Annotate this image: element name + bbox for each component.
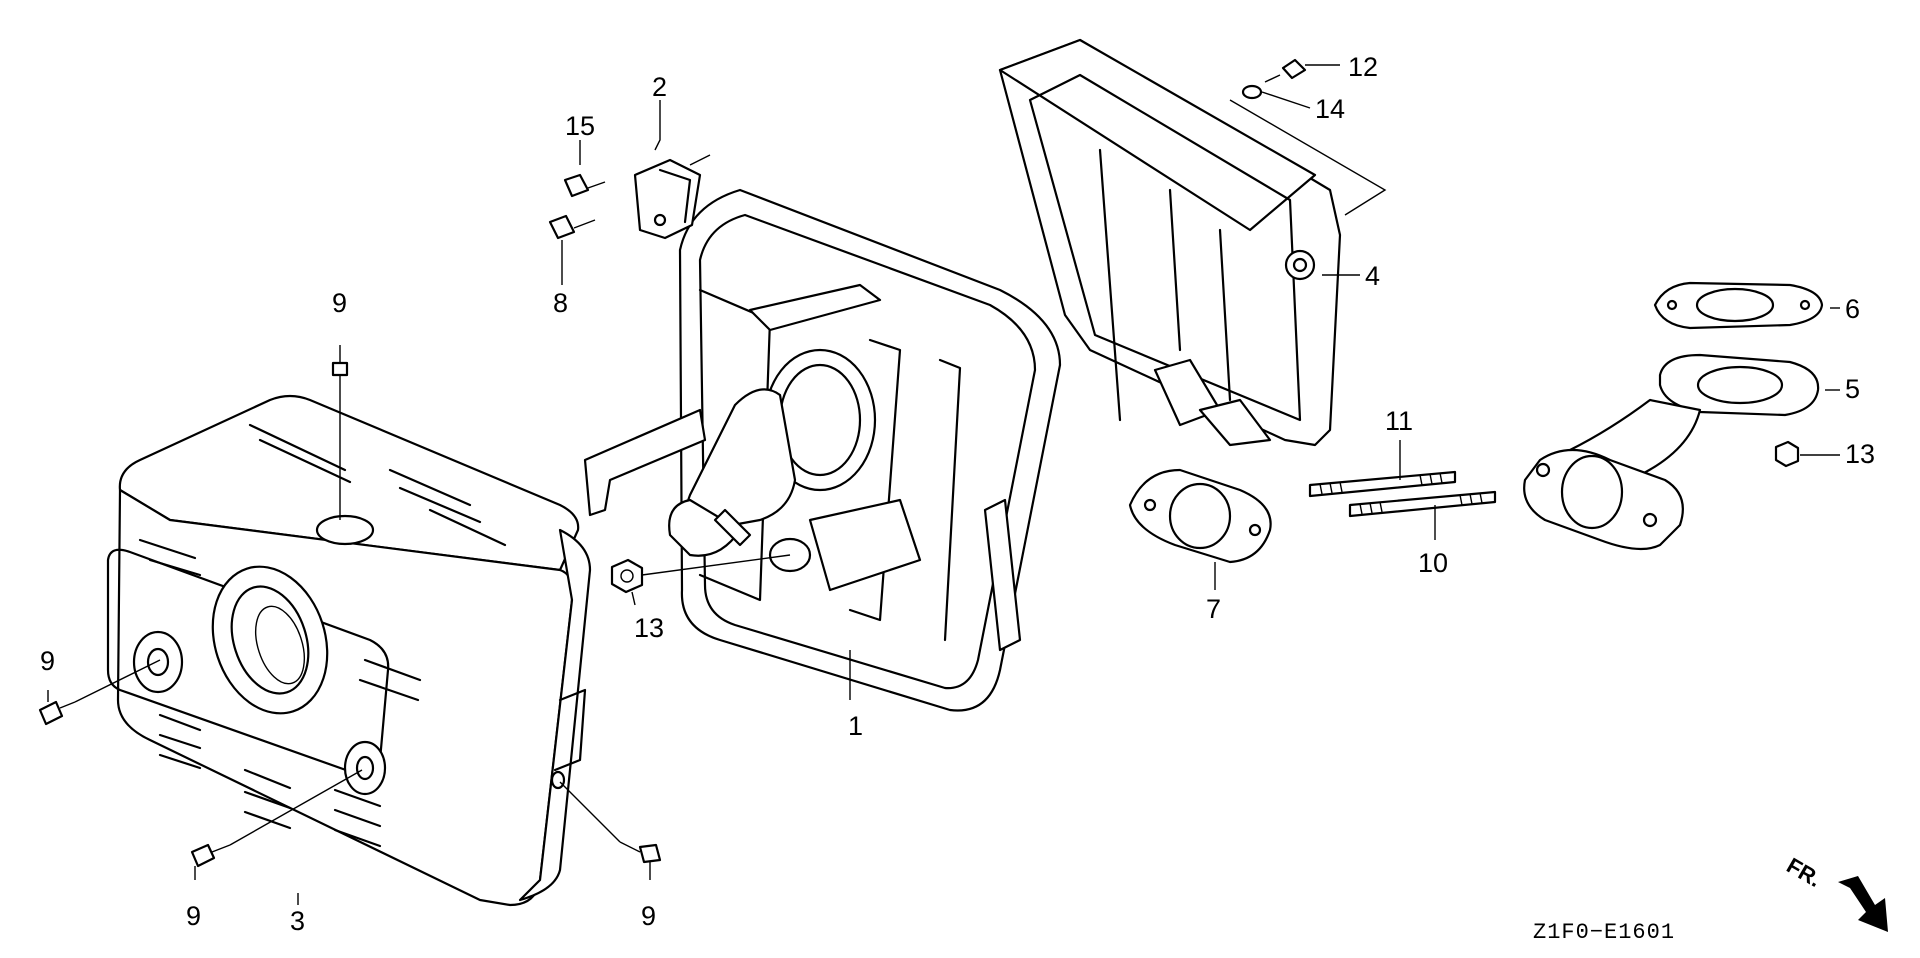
callout-6: 6 [1845, 294, 1860, 324]
heat-shield [998, 38, 1342, 447]
exhaust-pipe [1523, 353, 1820, 551]
muffler-protector [106, 394, 592, 907]
gasket-upper [1653, 281, 1824, 330]
stud-bolts [1308, 470, 1497, 518]
callout-5: 5 [1845, 374, 1860, 404]
callout-12: 12 [1348, 52, 1378, 82]
callouts: 1 2 3 4 5 6 7 8 9 9 9 9 10 11 12 13 13 1… [40, 52, 1875, 936]
callout-8: 8 [553, 288, 568, 318]
leader-lines [47, 64, 1840, 905]
callout-1: 1 [848, 711, 863, 741]
callout-9-bottom: 9 [186, 901, 201, 931]
fasteners [38, 58, 1800, 868]
callout-9-top: 9 [332, 288, 347, 318]
callout-3: 3 [290, 906, 305, 936]
callout-2: 2 [652, 72, 667, 102]
callout-4: 4 [1365, 261, 1380, 291]
front-label: FR. [1783, 853, 1826, 892]
front-direction-indicator: FR. [1783, 853, 1888, 932]
callout-15: 15 [565, 111, 595, 141]
callout-11: 11 [1385, 406, 1413, 436]
muffler [583, 188, 1062, 712]
drawing-code: Z1F0−E1601 [1533, 920, 1675, 945]
callout-9-left: 9 [40, 646, 55, 676]
callout-7: 7 [1206, 594, 1221, 624]
callout-14: 14 [1315, 94, 1345, 124]
callout-10: 10 [1418, 548, 1448, 578]
muffler-bracket [633, 154, 711, 240]
callout-13-left: 13 [634, 613, 664, 643]
callout-9-right: 9 [641, 901, 656, 931]
front-arrow-icon [1838, 876, 1888, 932]
callout-13-right: 13 [1845, 439, 1875, 469]
gasket-lower [1128, 468, 1272, 564]
